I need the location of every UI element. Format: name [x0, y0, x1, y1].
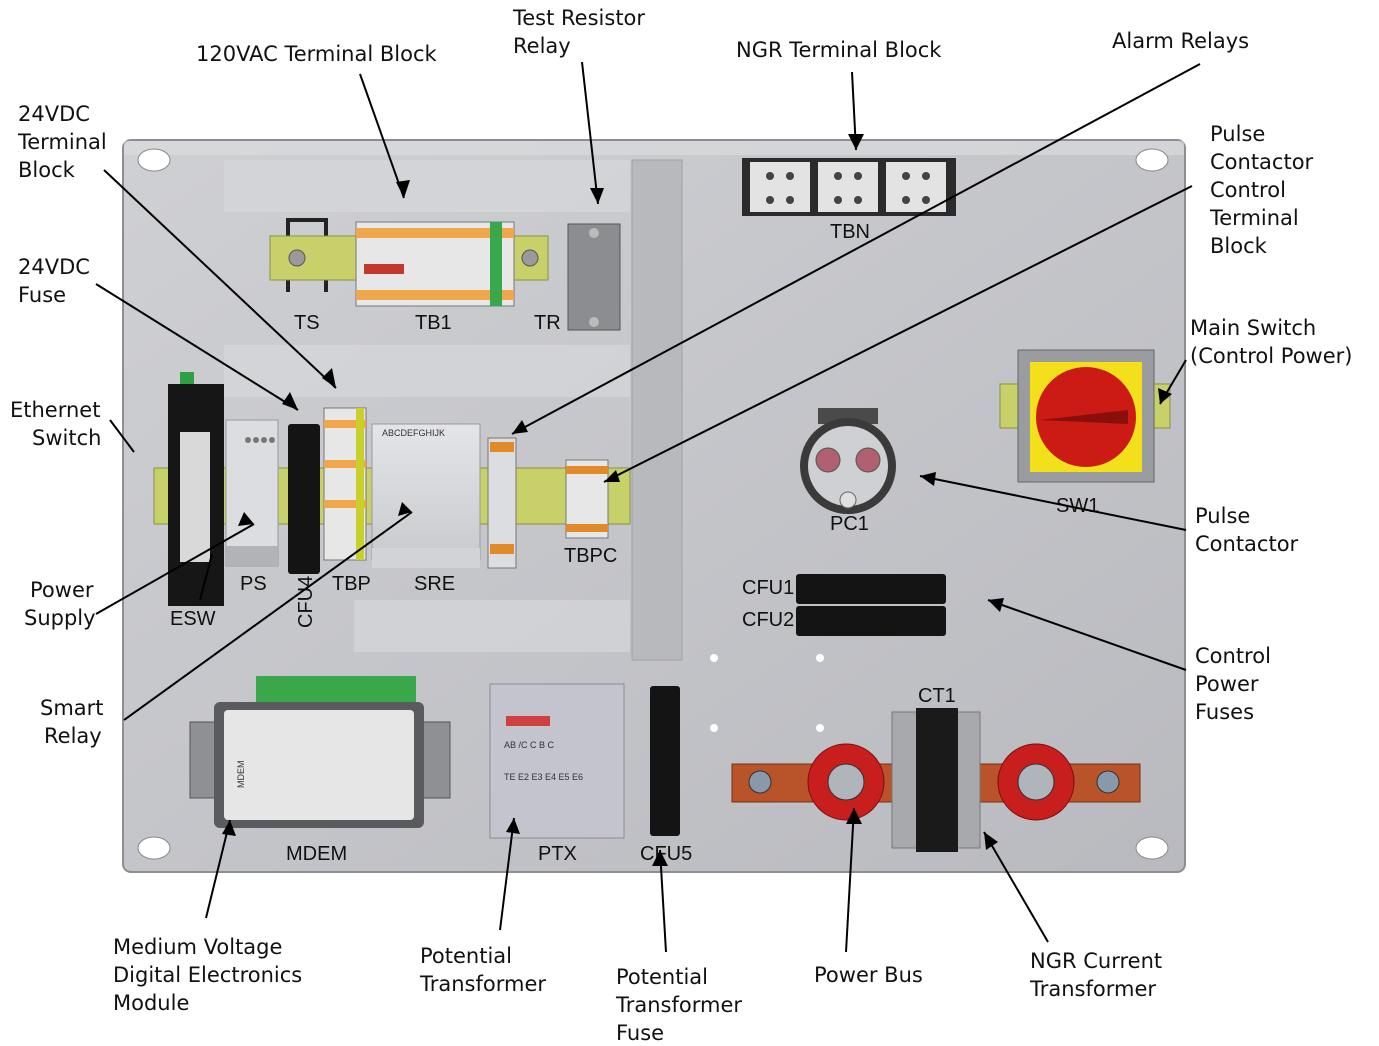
callout-24vdc-tb-line3: Block	[18, 158, 76, 182]
sre-label: SRE	[414, 573, 455, 595]
callout-alarm-relays: Alarm Relays	[1112, 29, 1249, 53]
power-bus-and-ct1: CT1	[731, 685, 1141, 852]
esw-label: ESW	[170, 608, 216, 630]
callout-control-power-fuses-line3: Fuses	[1195, 700, 1254, 724]
callout-ethernet-switch-line1: Ethernet	[10, 398, 100, 422]
callout-24vdc-fuse-line2: Fuse	[18, 283, 66, 307]
tbp-label: TBP	[332, 573, 371, 595]
mdem-inner-label: MDEM	[236, 761, 246, 789]
mdem-module: MDEM MDEM	[189, 676, 451, 865]
callout-control-power-fuses-line2: Power	[1195, 672, 1259, 696]
svg-text:AB /C C B C: AB /C C B C	[504, 740, 555, 750]
callout-ngr-ct-line1: NGR Current	[1030, 949, 1162, 973]
ts-label: TS	[294, 312, 320, 334]
callout-24vdc-tb-line2: Terminal	[17, 130, 107, 154]
callouts: 120VAC Terminal Block Test Resistor Rela…	[10, 6, 1352, 1045]
mount-hole-tr	[1135, 148, 1169, 172]
pulse-contactor-pc1: PC1	[800, 408, 896, 535]
alarm-relays	[487, 437, 517, 569]
callout-pc-control-tb-line4: Terminal	[1209, 206, 1299, 230]
ct1-label: CT1	[918, 685, 956, 707]
callout-mv-module-line2: Digital Electronics	[113, 963, 302, 987]
arrowheads	[222, 134, 1172, 866]
callout-24vdc-fuse-line1: 24VDC	[18, 255, 90, 279]
callout-mv-module-line1: Medium Voltage	[113, 935, 282, 959]
ps-label: PS	[240, 573, 267, 595]
callout-120vac-terminal-block: 120VAC Terminal Block	[196, 42, 437, 66]
callout-pc-control-tb-line1: Pulse	[1210, 122, 1265, 146]
callout-main-switch-line2: (Control Power)	[1190, 344, 1352, 368]
svg-text:ABCDEFGHIJK: ABCDEFGHIJK	[382, 428, 445, 438]
cfu2-label: CFU2	[742, 609, 794, 631]
callout-pt-fuse-line1: Potential	[616, 965, 708, 989]
callout-24vdc-tb-line1: 24VDC	[18, 102, 90, 126]
tr-label: TR	[534, 312, 561, 334]
test-resistor-relay-tr: TR	[534, 223, 621, 334]
mount-hole-br	[1135, 836, 1169, 860]
leader-lines	[95, 61, 1201, 953]
mount-hole-tl	[137, 148, 171, 172]
callout-smart-relay-line2: Relay	[44, 724, 102, 748]
fuse-cfu4: CFU4	[288, 424, 320, 628]
cfu5-label: CFU5	[640, 843, 692, 865]
callout-power-supply-line2: Supply	[24, 606, 96, 630]
terminal-block-tbpc: TBPC	[564, 459, 617, 567]
terminal-block-tb1: TB1	[355, 221, 515, 334]
callout-power-bus: Power Bus	[814, 963, 923, 987]
mdem-label: MDEM	[286, 843, 347, 865]
svg-text:TE E2 E3 E4 E5 E6: TE E2 E3 E4 E5 E6	[504, 772, 583, 782]
callout-potential-transformer-line2: Transformer	[419, 972, 546, 996]
callout-ethernet-switch-line2: Switch	[32, 426, 101, 450]
callout-ngr-terminal-block: NGR Terminal Block	[736, 38, 942, 62]
callout-ngr-ct-line2: Transformer	[1029, 977, 1156, 1001]
callout-pc-control-tb-line3: Control	[1210, 178, 1286, 202]
callout-main-switch-line1: Main Switch	[1190, 316, 1316, 340]
sw1-label: SW1	[1056, 495, 1099, 517]
tbpc-label: TBPC	[564, 545, 617, 567]
callout-test-resistor-relay-line2: Relay	[513, 34, 571, 58]
tbn-label: TBN	[830, 221, 870, 243]
main-switch-sw1: SW1	[999, 349, 1171, 517]
callout-potential-transformer-line1: Potential	[420, 944, 512, 968]
callout-pulse-contactor-line1: Pulse	[1195, 504, 1250, 528]
ngr-terminal-block-tbn: TBN	[742, 158, 956, 243]
callout-pt-fuse-line2: Transformer	[615, 993, 742, 1017]
callout-pt-fuse-line3: Fuse	[616, 1021, 664, 1045]
ethernet-switch-esw: ESW	[168, 372, 224, 630]
potential-transformer-ptx: AB /C C B C TE E2 E3 E4 E5 E6 PTX	[489, 683, 625, 865]
power-supply-ps: PS	[225, 419, 279, 595]
mount-hole-bl	[137, 836, 171, 860]
callout-pulse-contactor-line2: Contactor	[1195, 532, 1299, 556]
tb1-label: TB1	[415, 312, 452, 334]
pc1-label: PC1	[830, 513, 869, 535]
callout-test-resistor-relay-line1: Test Resistor	[512, 6, 645, 30]
callout-pc-control-tb-line2: Contactor	[1210, 150, 1314, 174]
cfu1-label: CFU1	[742, 577, 794, 599]
callout-mv-module-line3: Module	[113, 991, 189, 1015]
callout-smart-relay-line1: Smart	[40, 696, 104, 720]
terminal-block-tbp: TBP	[323, 407, 371, 595]
control-power-fuses-cfu1-cfu2: CFU1 CFU2	[742, 574, 946, 636]
ptx-label: PTX	[538, 843, 577, 865]
callout-power-supply-line1: Power	[30, 578, 94, 602]
fuse-cfu5: CFU5	[640, 686, 692, 865]
cfu4-label: CFU4	[295, 576, 317, 628]
callout-pc-control-tb-line5: Block	[1210, 234, 1268, 258]
smart-relay-sre: ABCDEFGHIJK SRE	[371, 423, 481, 595]
callout-control-power-fuses-line1: Control	[1195, 644, 1271, 668]
